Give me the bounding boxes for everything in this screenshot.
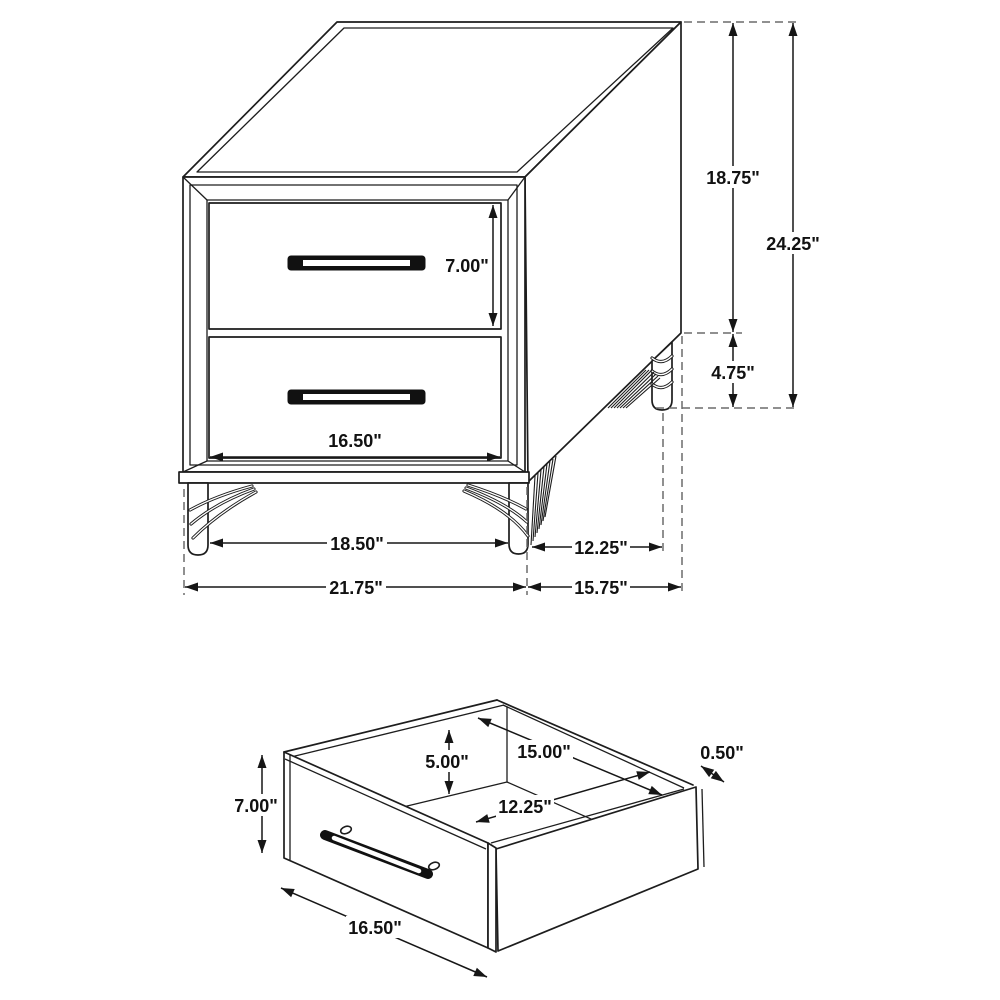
drawer-box <box>283 699 705 953</box>
dim-label-interior-height: 5.00" <box>425 752 469 772</box>
drawer-top-front <box>208 202 502 330</box>
base-strip <box>178 471 530 484</box>
dim-label-upper-body-height: 18.75" <box>706 168 760 188</box>
front-frame-mid <box>189 184 518 466</box>
dim-label-drawer-front-width: 16.50" <box>328 431 382 451</box>
dim-label-front-width: 16.50" <box>348 918 402 938</box>
dim-label-overall-height: 24.25" <box>766 234 820 254</box>
wire-bundle-front-right <box>530 455 557 546</box>
front-panel-top-edge <box>284 758 487 850</box>
handle-slot <box>303 394 410 400</box>
drawer-top <box>208 202 502 330</box>
dim-label-wall-thickness: 0.50" <box>700 743 744 763</box>
side-face <box>524 21 682 483</box>
dim-upper-body-height: 18.75" <box>703 23 763 332</box>
dim-label-side-leg-span: 12.25" <box>574 538 628 558</box>
dim-label-overall-depth: 15.75" <box>574 578 628 598</box>
dim-drawer-front-width: 16.50" <box>210 429 500 462</box>
drawer-bottom <box>208 336 502 459</box>
hairpin-wires-front-right <box>462 483 530 538</box>
drawer-handle <box>287 255 426 271</box>
dim-front-leg-span: 18.50" <box>210 532 508 554</box>
extension-lines <box>183 21 798 595</box>
nightstand-body <box>178 21 682 484</box>
handle-bar-core <box>331 835 422 874</box>
dim-wall-thickness: 0.50" <box>699 741 745 783</box>
hairpin-wires-front-left <box>188 484 258 540</box>
dim-front-width: 16.50" <box>280 887 488 978</box>
dim-interior-depth: 12.25" <box>475 771 651 823</box>
dim-side-leg-span: 12.25" <box>532 536 662 558</box>
dim-overall-width: 21.75" <box>185 576 526 598</box>
top-face-inner-edge <box>196 27 674 173</box>
drawer-handle <box>320 825 441 879</box>
handle-post-left <box>339 825 353 835</box>
dim-interior-width: 15.00" <box>477 717 663 796</box>
dim-drawer-front-height: 7.00" <box>444 205 498 326</box>
drawer-handle <box>287 389 426 405</box>
handle-slot <box>303 260 410 266</box>
miter-top-right <box>507 176 526 201</box>
dim-leg-height: 4.75" <box>707 334 759 407</box>
miter-top-left <box>182 176 208 201</box>
dim-interior-height: 5.00" <box>422 730 472 794</box>
handle-post-right <box>427 861 441 871</box>
left-rim-outer <box>283 699 498 753</box>
dim-label-interior-depth: 12.25" <box>498 797 552 817</box>
miter-bottom-right <box>507 460 526 473</box>
miter-bottom-left <box>182 460 208 473</box>
wire-bundle-back-right <box>607 369 661 409</box>
dim-label-front-height: 7.00" <box>234 796 278 816</box>
dim-label-overall-width: 21.75" <box>329 578 383 598</box>
leg-front-right <box>508 482 529 555</box>
dim-overall-height: 24.25" <box>763 23 823 407</box>
dim-label-leg-height: 4.75" <box>711 363 755 383</box>
dim-label-interior-width: 15.00" <box>517 742 571 762</box>
dim-label-front-leg-span: 18.50" <box>330 534 384 554</box>
dim-front-height: 7.00" <box>232 755 280 853</box>
nightstand-view: 7.00" 18.75" 24.25" 4.75" 16.50" 18.50" <box>178 21 823 598</box>
left-rim-inner <box>290 704 505 758</box>
drawer-detail-view: 7.00" 5.00" 15.00" 12.25" 0.50" 16.50" <box>232 699 745 978</box>
front-face <box>182 176 526 473</box>
legs <box>187 341 674 556</box>
dim-label-drawer-front-height: 7.00" <box>445 256 489 276</box>
right-wall-back-edge <box>701 788 705 868</box>
dim-overall-depth: 15.75" <box>528 576 681 598</box>
front-panel-edge <box>487 842 497 953</box>
